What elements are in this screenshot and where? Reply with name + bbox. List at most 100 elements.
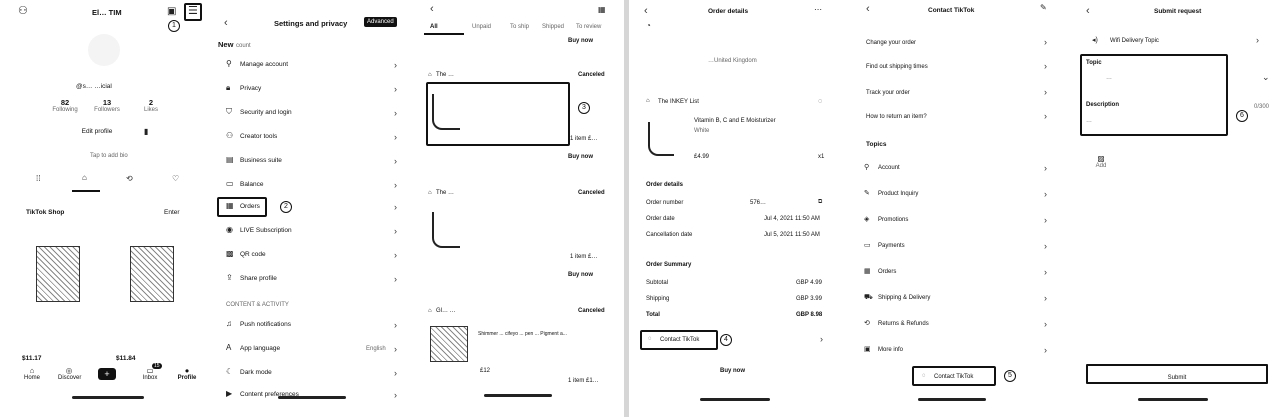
settings-item-content-preferences[interactable]: ▶ Content preferences › (212, 388, 412, 406)
shop-enter-link[interactable]: Enter (164, 209, 180, 216)
nav-profile[interactable]: ● Profile (176, 366, 198, 381)
tab-unpaid[interactable]: Unpaid (472, 24, 492, 30)
tab-all[interactable]: All (430, 24, 438, 30)
stat-followers[interactable]: 13 Followers (92, 98, 122, 113)
camera-icon[interactable]: ▣ (167, 6, 177, 17)
stat-label: Likes (143, 107, 158, 113)
page-title: Order details (708, 8, 749, 15)
back-icon[interactable]: ‹ (866, 3, 870, 15)
bio-prompt[interactable]: Tap to add bio (90, 153, 128, 159)
settings-item-qr-code[interactable]: ▩ QR code › (212, 248, 412, 266)
order-card[interactable]: ⌂ Gl… … Canceled Shimmer ... cifeyo ... … (414, 306, 620, 392)
step-marker-5: 5 (1004, 370, 1016, 382)
shop-product-right[interactable] (118, 240, 192, 320)
submit-button[interactable]: Submit (1086, 364, 1268, 384)
faq-item[interactable]: Find out shipping times › (846, 60, 1058, 74)
nav-label: Inbox (142, 375, 158, 381)
topic-more-info[interactable]: ▣ More info › (846, 342, 1058, 358)
settings-item-business-suite[interactable]: ▤ Business suite › (212, 154, 412, 172)
buy-now-link[interactable]: Buy now (568, 154, 593, 160)
back-icon[interactable]: ‹ (430, 3, 434, 15)
shop-icon[interactable]: ⌂ (82, 173, 87, 182)
settings-screen: ‹ Settings and privacy Advanced New coun… (212, 0, 412, 417)
stat-likes[interactable]: 2 Likes (136, 98, 166, 113)
liked-icon[interactable]: ♡ (172, 174, 180, 183)
topic-select[interactable]: … ⌄ (1086, 72, 1274, 84)
settings-item-security[interactable]: ⛉ Security and login › (212, 106, 412, 124)
topic-returns[interactable]: ⟲ Returns & Refunds › (846, 316, 1058, 332)
section-content-activity: CONTENT & ACTIVITY (226, 302, 289, 308)
advanced-badge[interactable]: Advanced (364, 17, 397, 27)
nav-home[interactable]: ⌂ Home (22, 366, 42, 381)
chevron-right-icon: › (394, 84, 397, 94)
settings-item-dark-mode[interactable]: ☾ Dark mode › (212, 366, 412, 384)
details-heading: Order details (646, 182, 684, 188)
buy-now-link[interactable]: Buy now (568, 272, 593, 278)
char-count: 0/300 (1254, 104, 1270, 110)
faq-item[interactable]: Change your order › (846, 36, 1058, 50)
settings-item-creator-tools[interactable]: ⚇ Creator tools › (212, 130, 412, 148)
add-friend-icon[interactable]: ⚇ (18, 5, 28, 17)
orders-grid-icon[interactable]: ▦ (598, 5, 606, 14)
order-card[interactable]: ⌂ The … Canceled 3 1 item £… Buy now (414, 68, 620, 168)
return-icon: ⟲ (864, 320, 870, 327)
chevron-right-icon: › (1044, 345, 1047, 355)
shop-product-left[interactable] (22, 240, 96, 320)
nav-label: Profile (177, 375, 197, 381)
repost-icon[interactable]: ⟲ (126, 174, 133, 183)
tab-shipped[interactable]: Shipped (542, 24, 565, 30)
faq-label: How to return an item? (866, 114, 927, 120)
chevron-down-icon: ⌄ (1262, 72, 1270, 82)
chat-icon[interactable]: ◌ (818, 98, 823, 105)
shop-row[interactable]: ⌂ The INKEY List ◌ (632, 96, 838, 110)
settings-item-privacy[interactable]: 🔒︎ Privacy › (212, 82, 412, 100)
grid-icon[interactable]: ⁞⁞ (36, 174, 41, 183)
bookmark-icon[interactable]: ▮ (144, 127, 149, 136)
order-card[interactable]: ⌂ The … Canceled 1 item £… Buy now (414, 186, 620, 286)
more-icon[interactable]: ⋯ (814, 5, 822, 14)
chevron-right-icon: › (1044, 163, 1047, 173)
settings-item-push-notifications[interactable]: ♫ Push notifications › (212, 318, 412, 336)
back-icon[interactable]: ‹ (644, 5, 648, 17)
copy-icon[interactable]: ⧉ (818, 199, 823, 205)
settings-item-manage-account[interactable]: ⚲ Manage account › (212, 58, 412, 76)
topic-payments[interactable]: ▭ Payments › (846, 238, 1058, 254)
tab-to-review[interactable]: To review (576, 24, 602, 30)
nav-discover[interactable]: ◎ Discover (58, 366, 81, 381)
settings-item-balance[interactable]: ▭ Balance › (212, 178, 412, 196)
settings-item-label: App language (240, 345, 281, 352)
topic-promotions[interactable]: ◈ Promotions › (846, 212, 1058, 228)
upload-image-button[interactable]: ▨ Add (1092, 154, 1110, 176)
stat-following[interactable]: 82 Following (50, 98, 80, 113)
chevron-right-icon: › (394, 60, 397, 70)
tab-to-ship[interactable]: To ship (510, 24, 530, 30)
back-icon[interactable]: ‹ (224, 17, 228, 29)
settings-item-live-subscription[interactable]: ◉ LIVE Subscription › (212, 224, 412, 242)
topic-orders[interactable]: ▦ Orders › (846, 264, 1058, 280)
chevron-right-icon: › (1044, 293, 1047, 303)
settings-item-share-profile[interactable]: ⇪ Share profile › (212, 272, 412, 290)
detail-row: Cancellation date Jul 5, 2021 11:50 AM (632, 230, 838, 242)
nav-create[interactable]: + (98, 368, 116, 380)
topic-product-inquiry[interactable]: ✎ Product Inquiry › (846, 186, 1058, 202)
menu-icon[interactable]: ☰ (188, 5, 198, 17)
buy-now-button[interactable]: Buy now (720, 368, 745, 374)
faq-item[interactable]: How to return an item? › (846, 110, 1058, 124)
contact-tiktok-button[interactable]: ◌ Contact TikTok (912, 366, 996, 386)
description-field[interactable]: … (1086, 114, 1216, 128)
topic-account[interactable]: ⚲ Account › (846, 160, 1058, 176)
edit-profile-button[interactable]: Edit profile (70, 127, 124, 139)
contact-tiktok-row[interactable]: ◌ Contact TikTok 4 › (632, 330, 838, 350)
orders-icon: ▦ (226, 201, 234, 210)
settings-item-orders[interactable]: ▦ Orders 2 › (212, 197, 412, 218)
feedback-icon[interactable]: ✎ (1040, 3, 1047, 12)
back-icon[interactable]: ‹ (1086, 5, 1090, 17)
product-row[interactable]: Vitamin B, C and E Moisturizer White £4.… (632, 112, 838, 162)
settings-item-app-language[interactable]: A App language English › (212, 342, 412, 360)
topic-shipping[interactable]: ⛟ Shipping & Delivery › (846, 290, 1058, 306)
topics-heading: Topics (866, 141, 887, 148)
category-row[interactable]: ◂) Wifi Delivery Topic › (1066, 34, 1280, 48)
nav-inbox[interactable]: ▭ Inbox 15 (140, 363, 162, 381)
faq-item[interactable]: Track your order › (846, 86, 1058, 100)
buy-now-link[interactable]: Buy now (568, 38, 593, 44)
